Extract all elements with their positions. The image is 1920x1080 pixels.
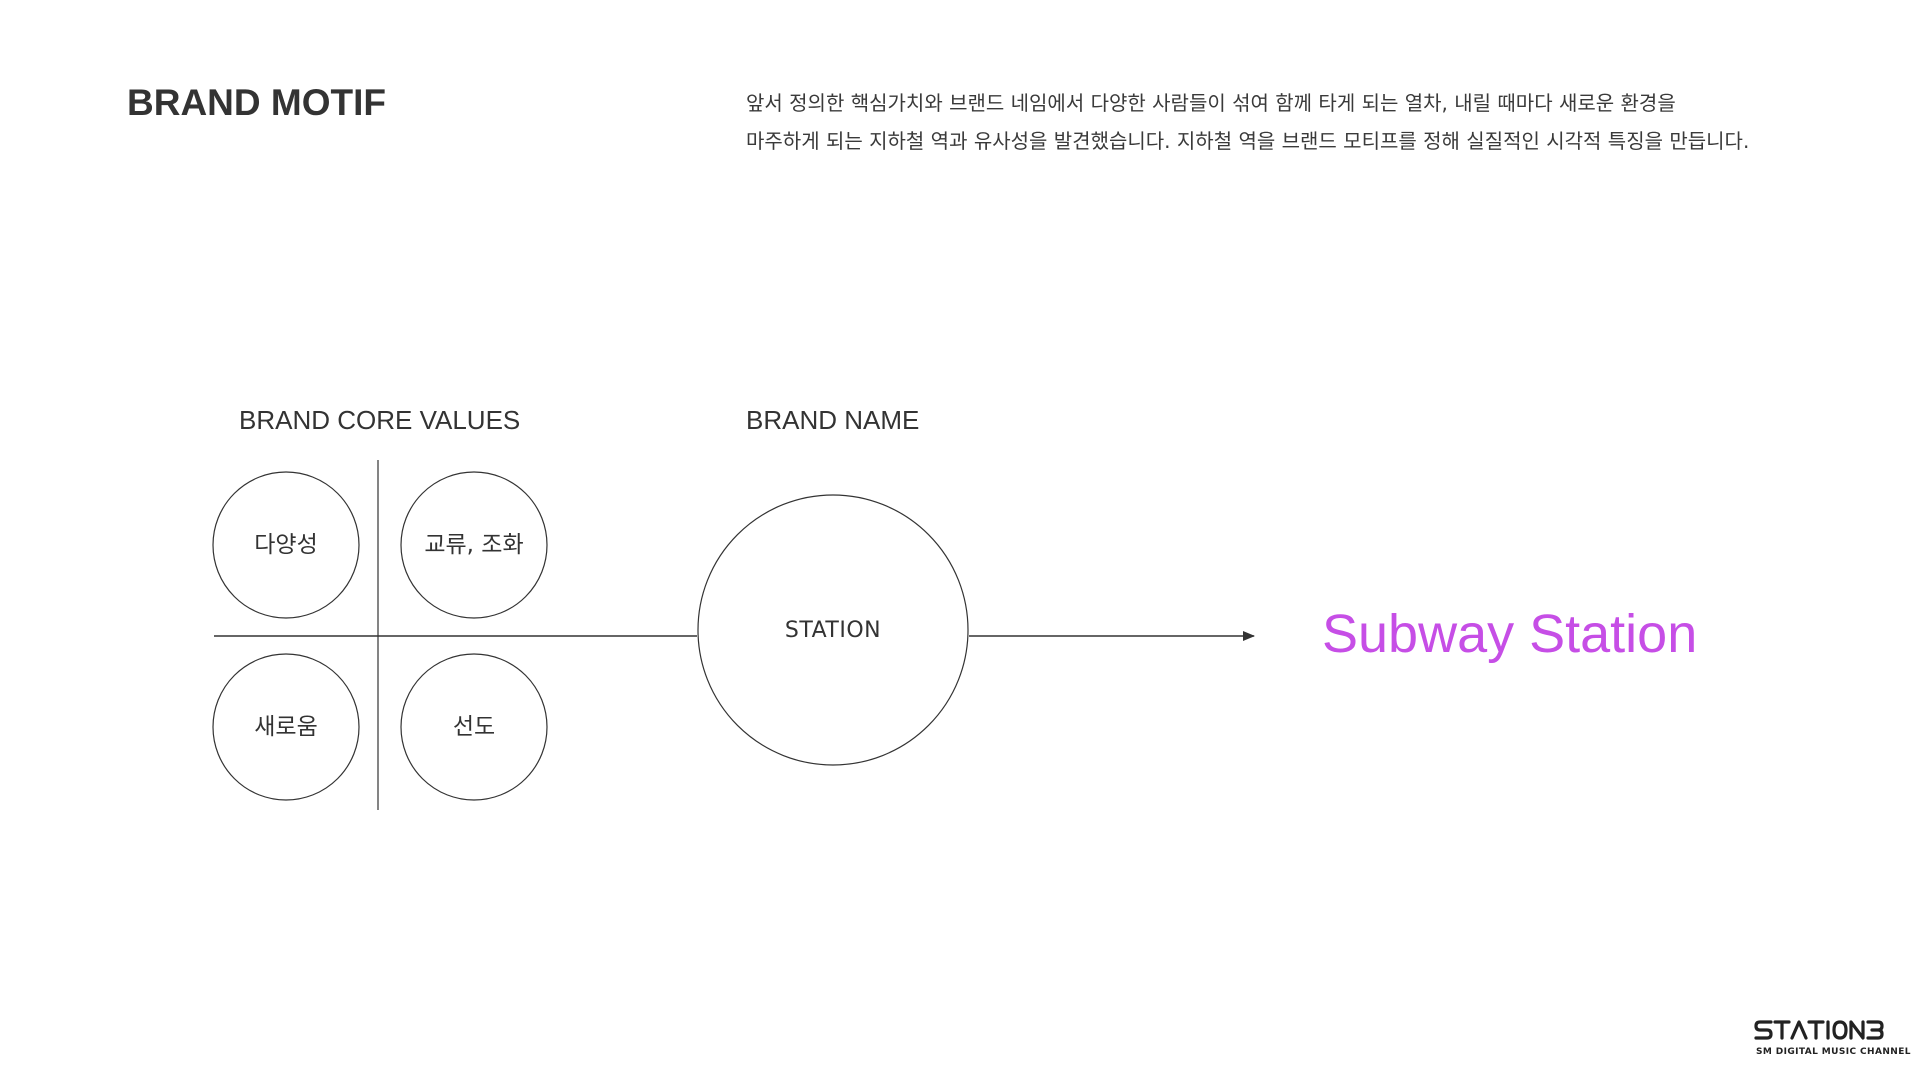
brand-name-circle xyxy=(697,494,969,766)
core-values-label: BRAND CORE VALUES xyxy=(239,405,521,435)
core-value-circle xyxy=(400,471,548,619)
core-value-label: 교류, 조화 xyxy=(424,532,523,558)
brand-name-text: STATION xyxy=(785,618,881,643)
core-value-circle xyxy=(212,471,360,619)
core-value-novelty: 새로움 xyxy=(212,653,360,801)
intro-line-1: 앞서 정의한 핵심가치와 브랜드 네임에서 다양한 사람들이 섞여 함께 타게 … xyxy=(746,91,1676,115)
core-value-circle xyxy=(212,653,360,801)
page-title: BRAND MOTIF xyxy=(127,82,386,123)
core-value-exchange-harmony: 교류, 조화 xyxy=(400,471,548,619)
intro-line-2: 마주하게 되는 지하철 역과 유사성을 발견했습니다. 지하철 역을 브랜드 모… xyxy=(746,129,1750,153)
core-value-diversity: 다양성 xyxy=(212,471,360,619)
core-value-label: 선도 xyxy=(453,714,495,740)
logo-subtitle: SM DIGITAL MUSIC CHANNEL xyxy=(1756,1047,1911,1057)
brand-name-label: BRAND NAME xyxy=(746,405,920,435)
result-text: Subway Station xyxy=(1322,604,1698,664)
core-value-leading: 선도 xyxy=(400,653,548,801)
station3-logo xyxy=(1754,1020,1884,1040)
brand-name-node: STATION xyxy=(697,494,969,766)
core-value-circle xyxy=(400,653,548,801)
core-value-label: 새로움 xyxy=(254,714,317,740)
core-value-label: 다양성 xyxy=(254,532,317,558)
intro-text: 앞서 정의한 핵심가치와 브랜드 네임에서 다양한 사람들이 섞여 함께 타게 … xyxy=(746,84,1846,160)
